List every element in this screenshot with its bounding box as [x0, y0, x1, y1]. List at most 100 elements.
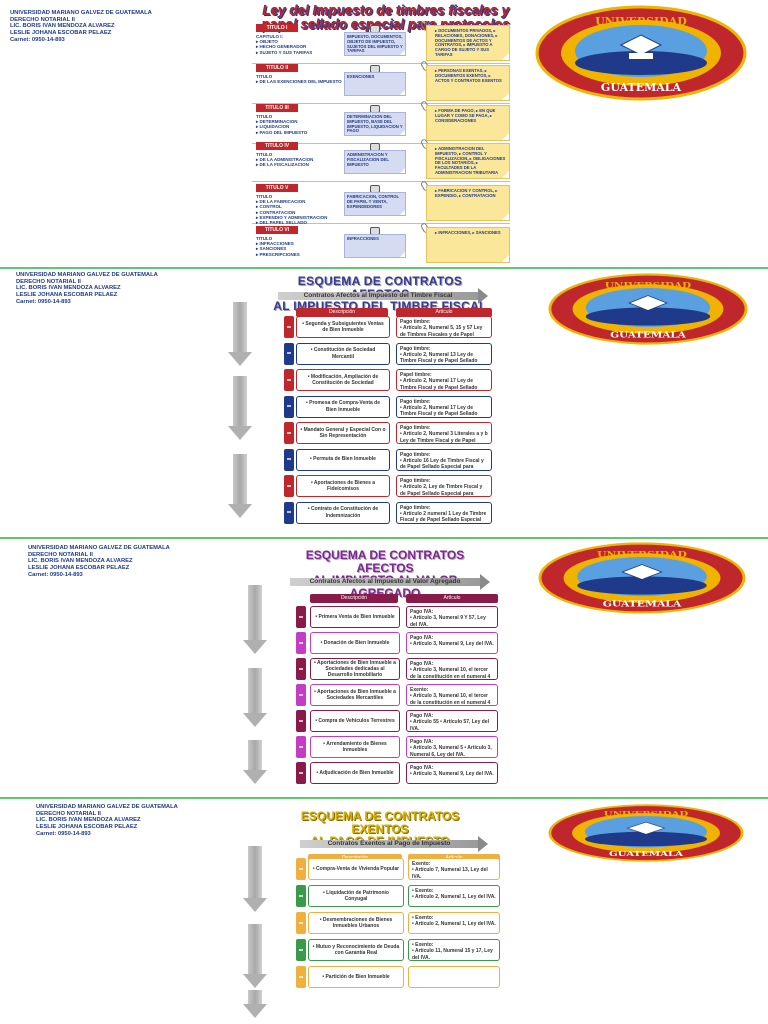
sticky-note: ▸ DOCUMENTOS PRIVADOS, ▸ RELACIONES, DON…: [426, 25, 510, 61]
chapter-item: TITULO: [256, 74, 273, 79]
header-university: UNIVERSIDAD MARIANO GALVEZ DE GUATEMALA: [36, 804, 178, 810]
contract-description: • Adjudicación de Bien Inmueble: [310, 762, 400, 784]
row-marker: [296, 912, 306, 934]
header-university: UNIVERSIDAD MARIANO GALVEZ DE GUATEMALA: [28, 545, 170, 551]
header-block: UNIVERSIDAD MARIANO GALVEZ DE GUATEMALA …: [10, 10, 152, 43]
chapter-item: ▸ OBJETO: [256, 39, 278, 45]
chapter-item: ▸ HECHO GENERADOR: [256, 44, 307, 50]
chapter-item: CAPITULO I:: [256, 34, 283, 39]
contract-article: Pago IVA:• Artículo 3, Numeral 9 Y 57, L…: [406, 606, 498, 628]
article-heading: Papel timbre:: [400, 372, 432, 378]
slide-divider: [0, 537, 768, 539]
row-marker: [296, 885, 306, 907]
chapter-item: ▸ CONTRATACION: [256, 209, 296, 215]
title-chapter-list: TITULO▸ DE LA ADMINISTRACION▸ DE LA FISC…: [256, 152, 313, 168]
contract-article: • Exento:• Artículo 11, Numeral 15 y 17,…: [408, 939, 500, 961]
header-student: LESLIE JOHANA ESCOBAR PELAEZ: [36, 823, 138, 830]
row-marker: [284, 369, 294, 391]
crest-logo-icon: UNIVERSIDAD GUATEMALA: [538, 542, 746, 614]
article-text: • Artículo 3, Numeral 5 • Artículo 3, Nu…: [410, 745, 492, 758]
contract-article: Pago timbre:• Artículo 16 Ley de Timbre …: [396, 448, 492, 471]
title-tag: TITULO IV: [256, 142, 298, 150]
article-heading: • Exento:: [412, 888, 434, 894]
header-professor: LIC. BORIS IVAN MENDOZA ALVAREZ: [16, 285, 121, 292]
row-marker: [296, 762, 306, 784]
row-marker: [296, 684, 306, 706]
contract-article: Papel timbre:• Artículo 2, Numeral 17 Le…: [396, 369, 492, 391]
article-text: • Artículo 2, Numeral 17 Ley de Timbre F…: [400, 404, 478, 417]
title-tag: TITULO V: [256, 184, 298, 192]
article-heading: Pago timbre:: [400, 451, 431, 458]
slide-exentos: UNIVERSIDAD MARIANO GALVEZ DE GUATEMALA …: [0, 800, 768, 1024]
slide-divider: [0, 267, 768, 269]
university-crest: UNIVERSIDAD GUATEMALA: [538, 542, 746, 614]
sticky-note: ▸ PERSONAS EXENTAS, ▸ DOCUMENTOS EXENTOS…: [426, 65, 510, 101]
chapter-item: ▸ DE LA FISCALIZACION: [256, 162, 309, 168]
article-text: • Artículo 2, Numeral 13 Ley de Timbre F…: [400, 351, 478, 364]
university-crest: UNIVERSIDAD GUATEMALA: [548, 273, 748, 345]
title-line-1: Ley del Impuesto de timbres fiscales y: [262, 3, 510, 18]
title-chapter-list: CAPITULO I:▸ OBJETO▸ HECHO GENERADOR▸ SU…: [256, 34, 312, 55]
article-text: • Artículo 7, Numeral 13, Ley del IVA.: [412, 867, 488, 880]
article-heading: • Exento:: [412, 942, 434, 948]
law-title-row: TITULO IV TITULO▸ DE LA ADMINISTRACION▸ D…: [252, 138, 510, 182]
chapter-item: TITULO: [256, 152, 273, 157]
chapter-item: ▸ DE LA FABRICACION: [256, 199, 306, 205]
contract-article: Pago timbre:• Artículo 2, Ley de Timbre …: [396, 475, 492, 497]
section-arrow-bar: [300, 836, 488, 852]
row-marker: [296, 632, 306, 654]
article-heading: Pago IVA:: [410, 765, 434, 771]
article-heading: Pago timbre:: [400, 345, 431, 352]
article-heading: Exento:: [410, 687, 429, 693]
article-heading: Pago timbre:: [400, 504, 431, 511]
header-university: UNIVERSIDAD MARIANO GALVEZ DE GUATEMALA: [10, 10, 152, 16]
title-line-1: ESQUEMA DE CONTRATOS EXENTOS: [300, 809, 460, 836]
contract-description: • Partición de Bien Inmueble: [308, 966, 404, 988]
chapter-item: ▸ INFRACCIONES: [256, 241, 294, 247]
section-arrow-bar: [290, 574, 490, 590]
sticky-note: ▸ ADMINISTRACION DEL IMPUESTO, ▸ CONTROL…: [426, 143, 510, 179]
header-professor: LIC. BORIS IVAN MENDOZA ALVAREZ: [28, 558, 133, 565]
contract-description: • Mutuo y Reconocimiento de Deuda con Ga…: [308, 939, 404, 961]
chapter-item: ▸ PAGO DEL IMPUESTO: [256, 129, 308, 135]
header-course: DERECHO NOTARIAL II: [28, 551, 93, 558]
chapter-item: ▸ DE LA ADMINISTRACION: [256, 157, 314, 163]
article-heading: Exento:: [412, 861, 431, 867]
contract-article: Pago timbre:• Artículo 2, Numeral 3 Lite…: [396, 422, 492, 444]
article-text: • Artículo 55 • Artículo 57, Ley del IVA…: [410, 719, 489, 732]
crest-bottom-text: GUATEMALA: [609, 851, 683, 859]
article-text: • Artículo 2, Numeral 1, Ley del IVA.: [412, 921, 496, 928]
summary-box: ADMINISTRACION Y FISCALIZACION DEL IMPUE…: [344, 150, 406, 174]
header-course: DERECHO NOTARIAL II: [36, 810, 101, 817]
contract-article: Pago timbre:• Artículo 2, Numeral 13 Ley…: [396, 342, 492, 365]
chapter-item: ▸ SANCIONES: [256, 246, 287, 252]
title-tag: TITULO III: [256, 104, 298, 112]
chapter-item: ▸ DE LAS EXENCIONES DEL IMPUESTO: [256, 79, 342, 85]
title-tag: TITULO I: [256, 24, 298, 32]
slide-timbre-fiscal: UNIVERSIDAD MARIANO GALVEZ DE GUATEMALA …: [0, 270, 768, 535]
article-heading: • Exento:: [412, 915, 434, 921]
header-student: LESLIE JOHANA ESCOBAR PELAEZ: [10, 29, 112, 36]
summary-box: INFRACCIONES: [344, 234, 406, 258]
row-marker: [284, 501, 294, 524]
crest-logo-icon: UNIVERSIDAD GUATEMALA: [548, 273, 748, 345]
crest-top-text: UNIVERSIDAD: [597, 550, 687, 559]
article-text: • Artículo 3, Numeral 9, Ley del IVA.: [410, 641, 494, 648]
contract-description: • Constitución de Sociedad Mercantil: [296, 342, 390, 365]
crest-top-text: UNIVERSIDAD: [604, 811, 689, 819]
chapter-item: ▸ EXPENDIO Y ADMINISTRACION: [256, 214, 328, 220]
contract-article: • Exento:• Artículo 2, Numeral 1, Ley de…: [408, 885, 500, 907]
article-text: • Artículo 16 Ley de Timbre Fiscal y de …: [400, 457, 484, 470]
contract-article: [408, 966, 500, 988]
chapter-item: ▸ CONTROL: [256, 204, 282, 210]
row-marker: [284, 448, 294, 471]
contract-description: • Aportaciones de Bien Inmueble a Socied…: [310, 684, 400, 706]
sticky-note: ▸ FORMA DE PAGO, ▸ EN QUE LUGAR Y COMO S…: [426, 105, 510, 141]
contract-description: • Compra-Venta de Vivienda Popular: [308, 858, 404, 880]
contract-description: • Compra de Vehículos Terrestres: [310, 710, 400, 732]
article-heading: Pago timbre:: [400, 319, 431, 325]
contract-description: • Primera Venta de Bien Inmueble: [310, 606, 400, 628]
row-marker: [284, 475, 294, 497]
